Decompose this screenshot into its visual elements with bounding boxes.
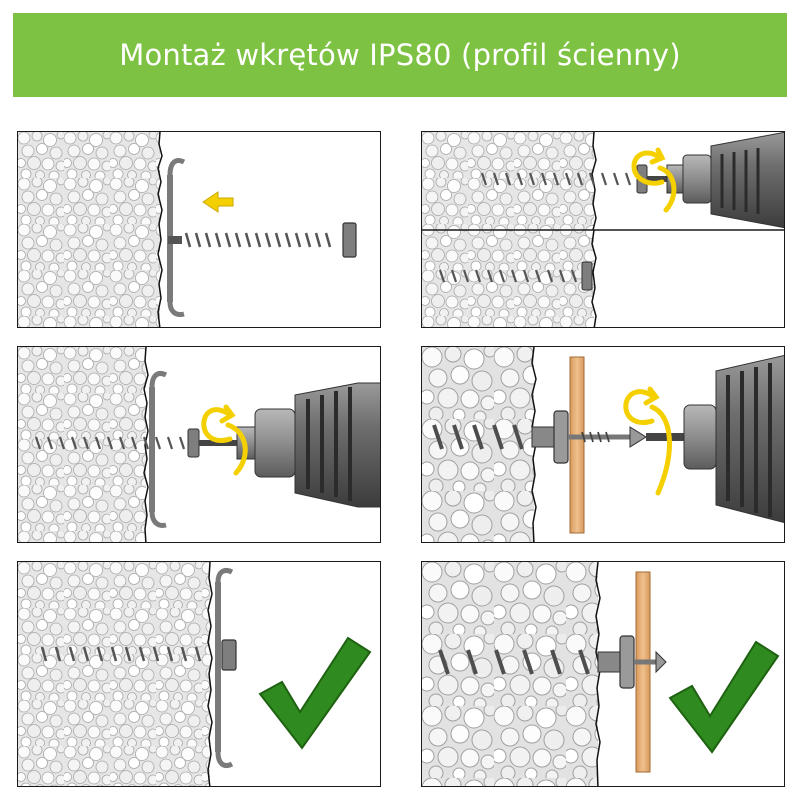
step-5-panel [421, 346, 785, 543]
insulation-layer [18, 132, 160, 327]
screw [28, 428, 237, 458]
screw [32, 639, 237, 671]
screw [168, 222, 357, 258]
drill [646, 354, 784, 524]
rotation-arrow-icon [201, 404, 236, 443]
wood-batten [569, 356, 585, 534]
screw-head [342, 222, 357, 258]
drill [236, 382, 380, 508]
wall-profile [215, 567, 234, 768]
page-title: Montaż wkrętów IPS80 (profil ścienny) [119, 38, 681, 72]
screw [422, 635, 667, 689]
wall-edge [157, 132, 163, 327]
step-6-panel [421, 561, 785, 787]
checkmark-icon [668, 640, 780, 754]
wood-batten [635, 571, 651, 773]
wall-profile [149, 371, 168, 528]
screw-bottom [432, 261, 593, 291]
step-1-panel [17, 131, 381, 328]
checkmark-icon [258, 636, 372, 750]
step-4-panel [421, 131, 785, 328]
screw [422, 410, 647, 464]
push-arrow-icon [202, 191, 234, 213]
rotation-arrow-icon [623, 386, 660, 425]
step-3-panel [17, 561, 381, 787]
insulation-layer [18, 562, 210, 786]
title-banner: Montaż wkrętów IPS80 (profil ścienny) [13, 13, 787, 97]
rotation-arrow-icon [631, 147, 666, 186]
insulation-layer [422, 562, 598, 786]
drill-top [666, 132, 784, 229]
step-2-panel [17, 346, 381, 543]
